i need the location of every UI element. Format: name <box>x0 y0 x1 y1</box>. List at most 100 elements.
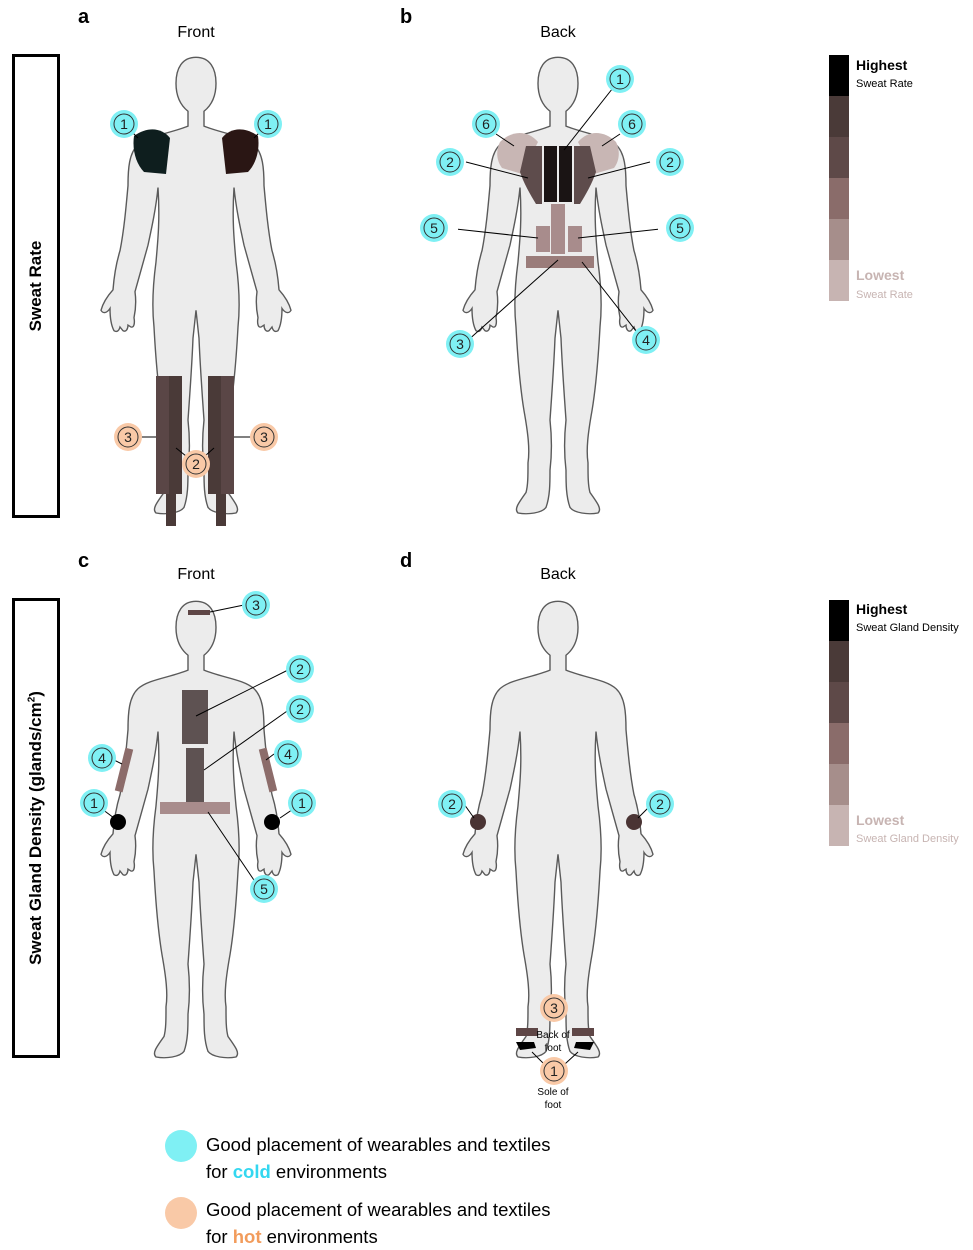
marker-number: 3 <box>252 597 260 613</box>
marker-d-1: 2 <box>438 790 466 818</box>
markers-b: 1 6 6 2 2 5 5 3 4 <box>418 46 698 526</box>
marker-b-2: 6 <box>472 110 500 138</box>
marker-d-2: 2 <box>646 790 674 818</box>
row-label-sweat-rate: Sweat Rate <box>12 54 60 518</box>
marker-d-4: 1 <box>540 1057 568 1085</box>
row-label-gland-density-text: Sweat Gland Density (glands/cm2) <box>26 691 46 965</box>
scale-step <box>829 219 849 260</box>
legend-cold-pre: for <box>206 1161 233 1182</box>
markers-c: 3 2 2 4 4 1 1 5 <box>76 590 316 1070</box>
marker-number: 5 <box>676 220 684 236</box>
row-label-sweat-rate-text: Sweat Rate <box>26 241 46 332</box>
legend-cold-dot <box>165 1130 197 1162</box>
marker-b-3: 6 <box>618 110 646 138</box>
marker-number: 4 <box>98 750 106 766</box>
row-label-gland-density: Sweat Gland Density (glands/cm2) <box>12 598 60 1058</box>
marker-number: 2 <box>448 796 456 812</box>
scale-step <box>829 723 849 764</box>
row-label-gland-close: ) <box>26 691 45 697</box>
marker-c-6: 1 <box>80 789 108 817</box>
legend-hot-pre: for <box>206 1226 233 1247</box>
panel-letter-b: b <box>400 6 412 29</box>
legend-cold-word: cold <box>233 1161 271 1182</box>
marker-b-1: 1 <box>606 65 634 93</box>
legend-cold-post: environments <box>271 1161 387 1182</box>
marker-number: 2 <box>446 154 454 170</box>
scale-top-high: Highest <box>856 57 907 73</box>
marker-number: 4 <box>284 746 292 762</box>
scale-step <box>829 600 849 641</box>
scale-top-low: Lowest <box>856 267 904 283</box>
legend-cold-text: Good placement of wearables and textiles… <box>206 1131 551 1185</box>
scale-top-high-sub: Sweat Rate <box>856 78 913 90</box>
view-title-b: Back <box>498 24 618 42</box>
panel-letter-c: c <box>78 550 89 573</box>
scale-bottom-low: Lowest <box>856 812 904 828</box>
marker-c-2: 2 <box>286 655 314 683</box>
marker-c-5: 4 <box>274 740 302 768</box>
scale-step <box>829 55 849 96</box>
marker-number: 6 <box>628 116 636 132</box>
marker-b-9: 4 <box>632 326 660 354</box>
marker-c-8: 5 <box>250 875 278 903</box>
legend-hot-word: hot <box>233 1226 262 1247</box>
scale-step <box>829 260 849 301</box>
marker-number: 1 <box>90 795 98 811</box>
scale-gland-density <box>829 600 849 846</box>
marker-b-4: 2 <box>436 148 464 176</box>
marker-number: 3 <box>124 429 132 445</box>
marker-b-7: 5 <box>666 214 694 242</box>
marker-b-5: 2 <box>656 148 684 176</box>
marker-c-1: 3 <box>242 591 270 619</box>
marker-number: 2 <box>666 154 674 170</box>
marker-b-8: 3 <box>446 330 474 358</box>
scale-step <box>829 682 849 723</box>
foot-label-back-line2: foot <box>528 1042 578 1055</box>
legend-hot-text: Good placement of wearables and textiles… <box>206 1196 551 1250</box>
scale-top-low-sub: Sweat Rate <box>856 289 913 301</box>
foot-label-sole: Sole of foot <box>528 1086 578 1112</box>
marker-c-7: 1 <box>288 789 316 817</box>
marker-number: 1 <box>298 795 306 811</box>
marker-number: 2 <box>192 456 200 472</box>
marker-a-4: 2 <box>182 450 210 478</box>
foot-label-sole-line2: foot <box>528 1099 578 1112</box>
marker-c-4: 4 <box>88 744 116 772</box>
marker-number: 1 <box>120 116 128 132</box>
legend-hot-post: environments <box>262 1226 378 1247</box>
marker-a-5: 3 <box>250 423 278 451</box>
marker-number: 1 <box>616 71 624 87</box>
markers-a: 1 1 3 2 3 <box>96 46 296 526</box>
scale-sweat-rate <box>829 55 849 301</box>
legend-cold-line1: Good placement of wearables and textiles <box>206 1131 551 1158</box>
marker-number: 2 <box>296 701 304 717</box>
legend-hot-dot <box>165 1197 197 1229</box>
scale-step <box>829 178 849 219</box>
marker-number: 5 <box>260 881 268 897</box>
view-title-d: Back <box>498 566 618 584</box>
scale-bottom-high: Highest <box>856 601 907 617</box>
marker-d-3: 3 <box>540 994 568 1022</box>
foot-label-back-line1: Back of <box>528 1029 578 1042</box>
scale-step <box>829 641 849 682</box>
panel-letter-a: a <box>78 6 89 29</box>
marker-a-2: 1 <box>254 110 282 138</box>
scale-step <box>829 96 849 137</box>
scale-step <box>829 137 849 178</box>
scale-bottom-high-sub: Sweat Gland Density <box>856 622 959 634</box>
legend-cold-line2: for cold environments <box>206 1158 551 1185</box>
marker-number: 3 <box>260 429 268 445</box>
marker-b-6: 5 <box>420 214 448 242</box>
marker-number: 3 <box>456 336 464 352</box>
view-title-a: Front <box>136 24 256 42</box>
panel-letter-d: d <box>400 550 412 573</box>
row-label-gland-sup: 2 <box>26 697 37 703</box>
marker-number: 1 <box>264 116 272 132</box>
marker-c-3: 2 <box>286 695 314 723</box>
marker-number: 2 <box>296 661 304 677</box>
marker-number: 5 <box>430 220 438 236</box>
legend-hot-line1: Good placement of wearables and textiles <box>206 1196 551 1223</box>
marker-number: 2 <box>656 796 664 812</box>
marker-a-1: 1 <box>110 110 138 138</box>
foot-label-sole-line1: Sole of <box>528 1086 578 1099</box>
